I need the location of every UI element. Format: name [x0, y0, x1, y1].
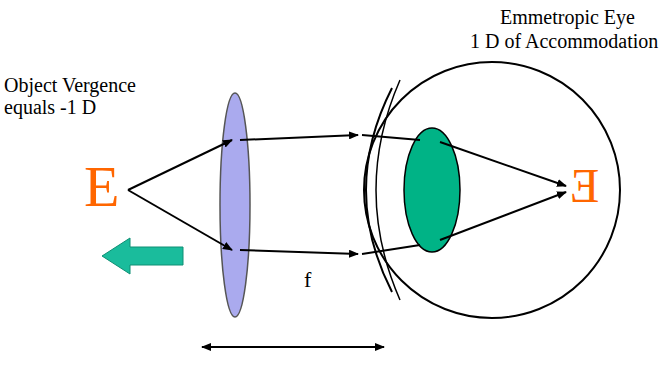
- ray: [128, 190, 232, 250]
- ray: [128, 140, 232, 190]
- eye-title: Emmetropic Eye: [500, 6, 635, 28]
- ray: [240, 250, 358, 254]
- object-letter: E: [84, 158, 119, 216]
- object-vergence-label: Object Vergence: [4, 74, 136, 96]
- accommodation-label: 1 D of Accommodation: [470, 30, 658, 52]
- object-vergence-value: equals -1 D: [4, 96, 96, 118]
- image-letter: E: [570, 162, 599, 210]
- ray: [440, 142, 566, 186]
- ray: [362, 245, 420, 254]
- movement-arrow: [102, 238, 183, 274]
- cornea: [366, 88, 392, 292]
- eye-globe: [364, 62, 620, 318]
- ray: [240, 135, 358, 140]
- focal-dimension-line: [202, 346, 384, 348]
- ray: [440, 192, 566, 240]
- cornea-inner: [376, 80, 400, 300]
- correcting-lens: [220, 93, 250, 317]
- focal-length-label: f: [304, 268, 311, 292]
- ray: [362, 135, 420, 140]
